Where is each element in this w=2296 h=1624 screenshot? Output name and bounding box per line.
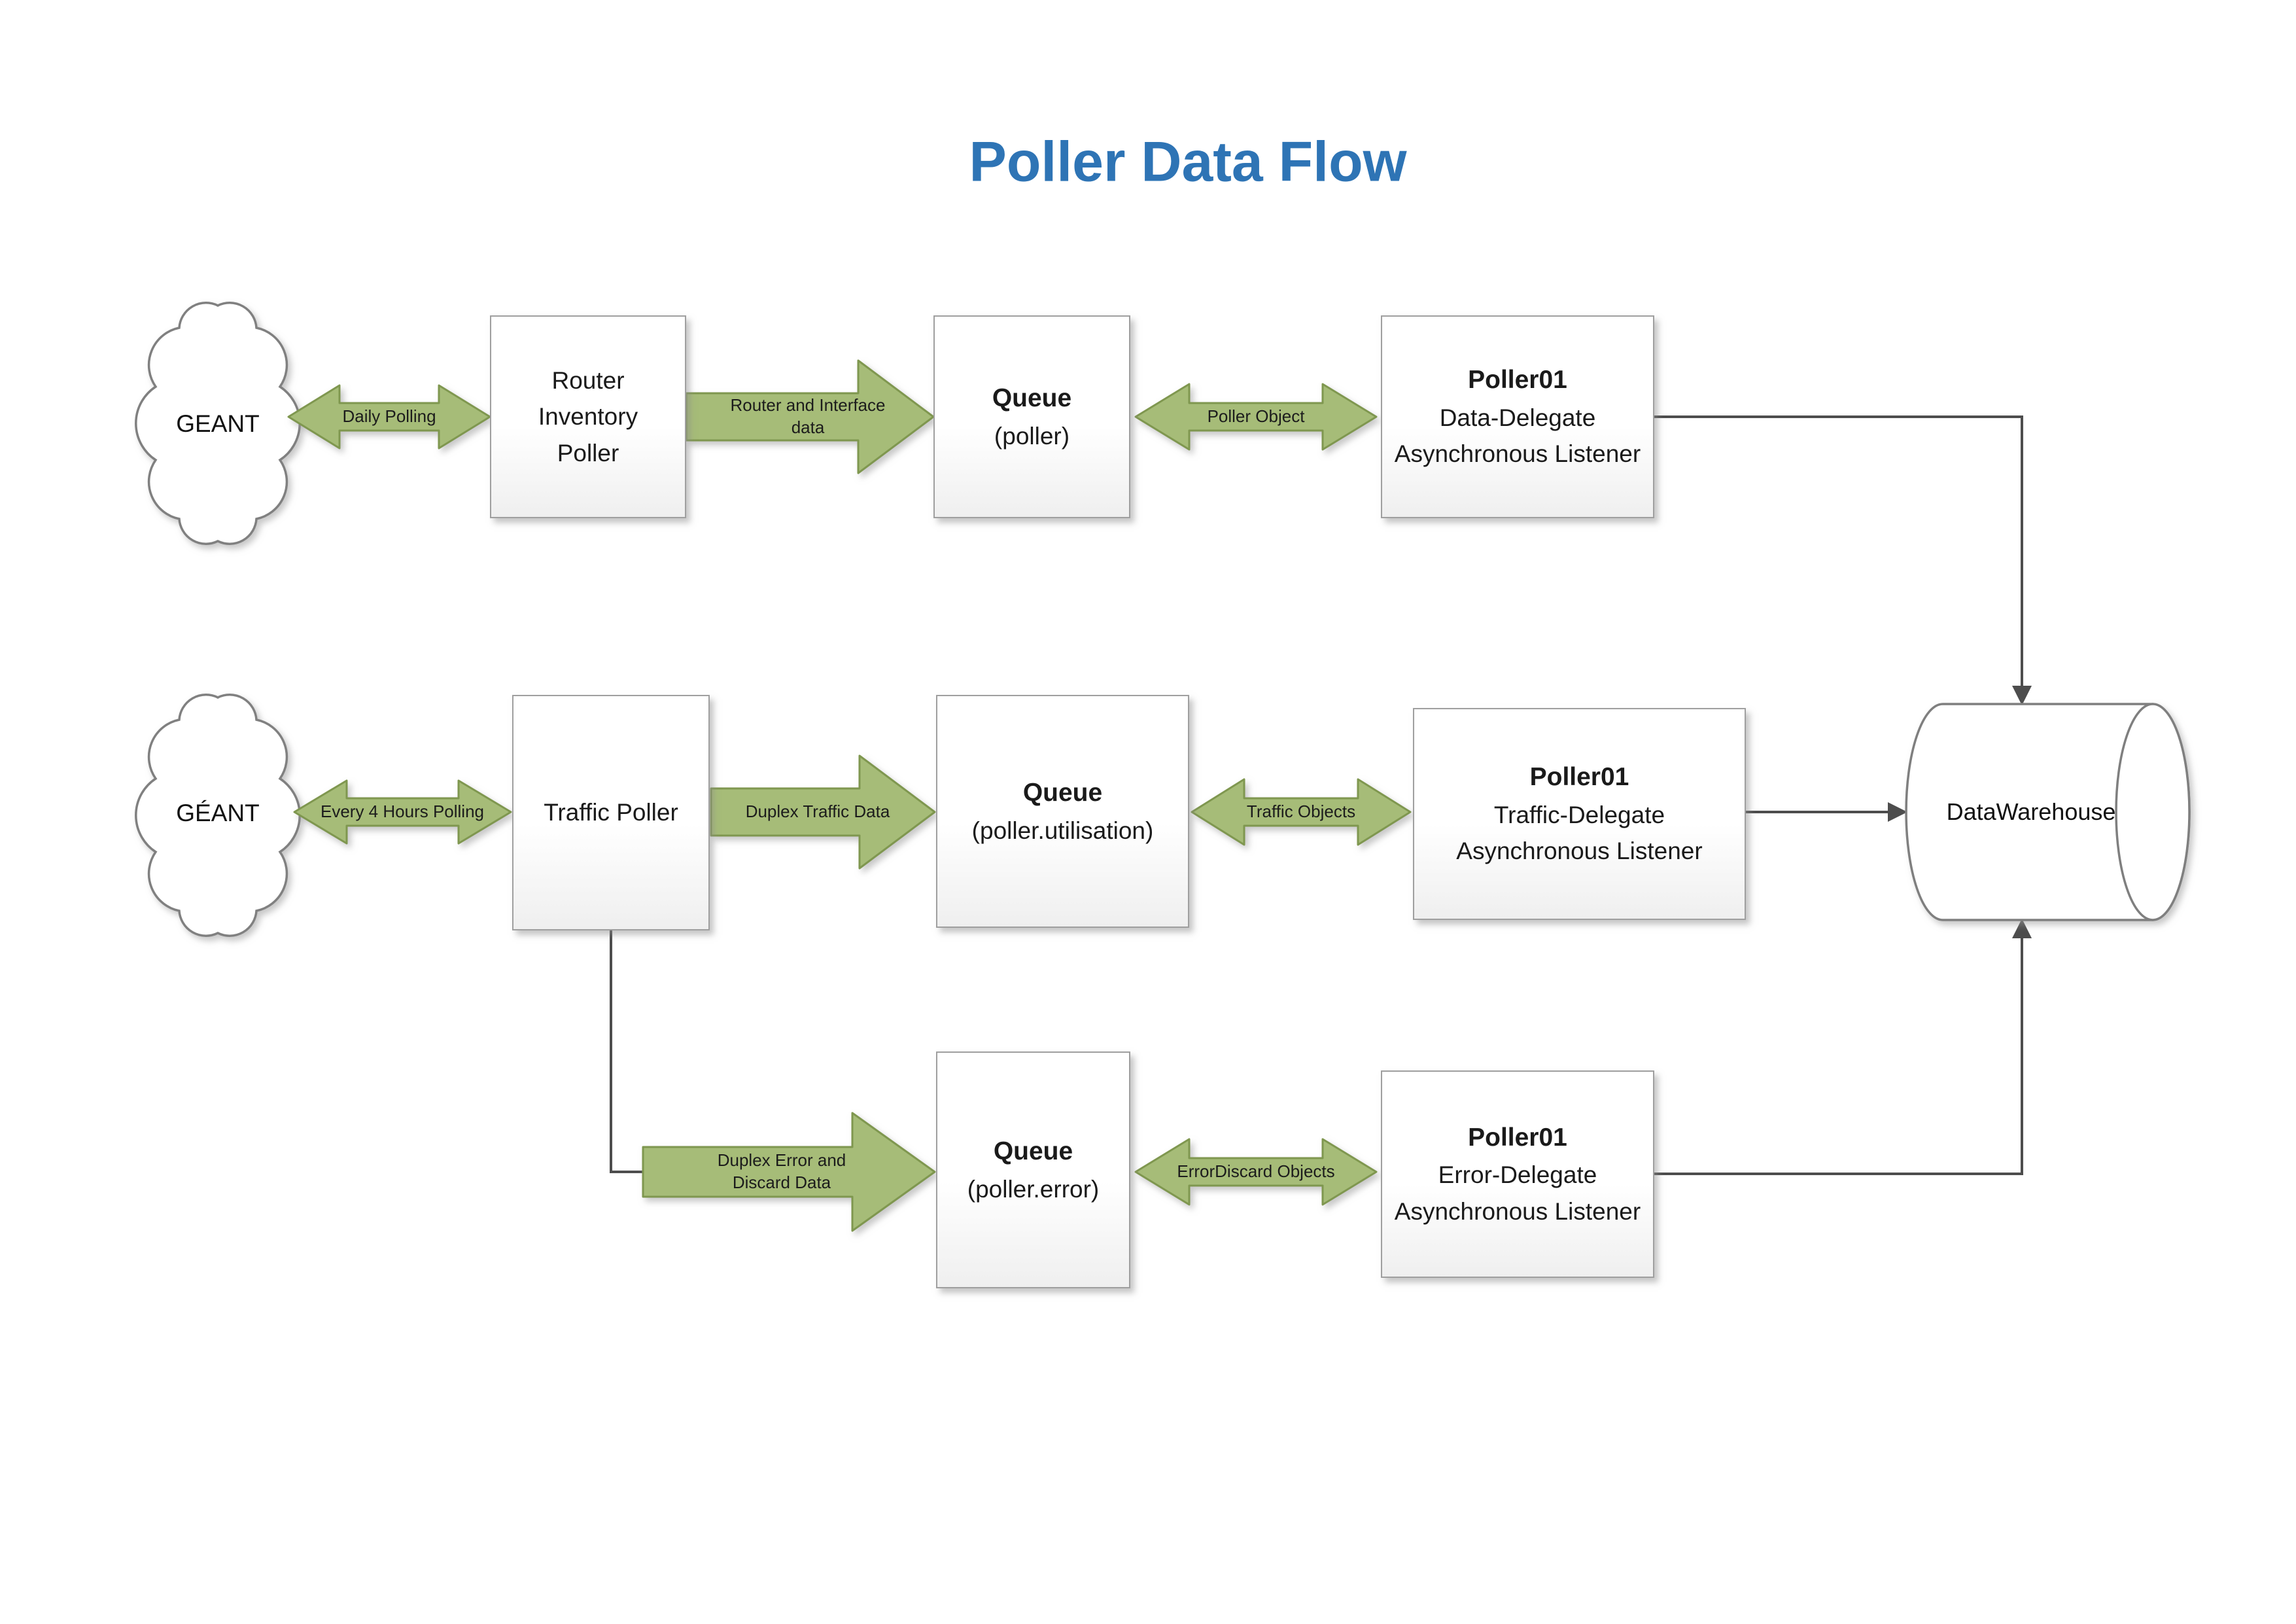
- poller01-error-delegate-box: Poller01 Error-Delegate Asynchronous Lis…: [1381, 1070, 1654, 1278]
- diagram-title: Poller Data Flow: [969, 130, 1407, 194]
- duplex-error-discard-data-arrow: [642, 1112, 936, 1232]
- geant-cloud-middle: [135, 694, 301, 937]
- geant-cloud-label-top: GEANT: [176, 410, 260, 437]
- connector-listener1-to-warehouse: [1654, 415, 2032, 705]
- listener-title: Poller01: [1468, 366, 1567, 395]
- datawarehouse-cylinder: [1905, 703, 2191, 921]
- box-line: Poller: [557, 439, 619, 467]
- arrow-label-line: data: [791, 417, 825, 437]
- connector-trafficpoller-to-error-arrow: [610, 930, 661, 1173]
- every-4-hours-polling-label: Every 4 Hours Polling: [321, 802, 484, 822]
- poller01-data-delegate-box: Poller01 Data-Delegate Asynchronous List…: [1381, 315, 1654, 518]
- listener-title: Poller01: [1529, 763, 1629, 792]
- poller01-traffic-delegate-box: Poller01 Traffic-Delegate Asynchronous L…: [1413, 708, 1746, 920]
- box-line: Traffic Poller: [544, 799, 678, 826]
- queue-name: (poller): [994, 422, 1070, 450]
- router-interface-data-arrow: [685, 359, 935, 474]
- listener-line: Traffic-Delegate: [1493, 801, 1665, 828]
- listener-line: Asynchronous Listener: [1394, 1197, 1641, 1225]
- arrow-label-line: Router and Interface: [730, 395, 886, 415]
- duplex-error-discard-label: Duplex Error and Discard Data: [718, 1150, 846, 1194]
- connector-listener3-to-warehouse: [1654, 919, 2032, 1175]
- traffic-objects-double-arrow: [1191, 778, 1412, 846]
- every-4-hours-polling-double-arrow: [293, 779, 512, 845]
- queue-title: Queue: [992, 384, 1072, 412]
- router-interface-data-label: Router and Interface data: [730, 395, 885, 439]
- box-line: Router: [551, 366, 625, 394]
- geant-cloud-label-middle: GÉANT: [176, 800, 260, 826]
- listener-line: Asynchronous Listener: [1394, 440, 1641, 468]
- duplex-traffic-data-label: Duplex Traffic Data: [745, 802, 890, 822]
- listener-title: Poller01: [1468, 1123, 1567, 1152]
- box-line: Inventory: [538, 403, 638, 431]
- traffic-poller-box: Traffic Poller: [512, 695, 710, 930]
- queue-title: Queue: [993, 1137, 1073, 1165]
- arrow-label-line: Discard Data: [732, 1173, 831, 1192]
- queue-title: Queue: [1022, 779, 1103, 807]
- listener-line: Error-Delegate: [1438, 1161, 1597, 1189]
- datawarehouse-label: DataWarehouse: [1946, 798, 2116, 825]
- queue-poller-box: Queue (poller): [933, 315, 1130, 518]
- listener-line: Asynchronous Listener: [1456, 838, 1703, 865]
- poller-object-label: Poller Object: [1207, 406, 1305, 427]
- duplex-traffic-data-arrow: [710, 754, 936, 870]
- queue-poller-utilisation-box: Queue (poller.utilisation): [936, 695, 1189, 928]
- queue-name: (poller.error): [967, 1175, 1100, 1203]
- geant-cloud-top: [135, 302, 301, 545]
- poller-object-double-arrow: [1134, 383, 1378, 451]
- arrow-label-line: Duplex Error and: [717, 1150, 846, 1171]
- errordiscard-objects-label: ErrorDiscard Objects: [1177, 1161, 1335, 1182]
- connector-listener2-to-warehouse: [1746, 802, 1907, 822]
- errordiscard-objects-double-arrow: [1134, 1138, 1378, 1206]
- router-inventory-poller-box: Router Inventory Poller: [490, 315, 686, 518]
- daily-polling-label: Daily Polling: [342, 406, 436, 427]
- queue-name: (poller.utilisation): [971, 817, 1154, 844]
- traffic-objects-label: Traffic Objects: [1246, 802, 1356, 822]
- queue-poller-error-box: Queue (poller.error): [936, 1051, 1130, 1288]
- listener-line: Data-Delegate: [1439, 404, 1596, 431]
